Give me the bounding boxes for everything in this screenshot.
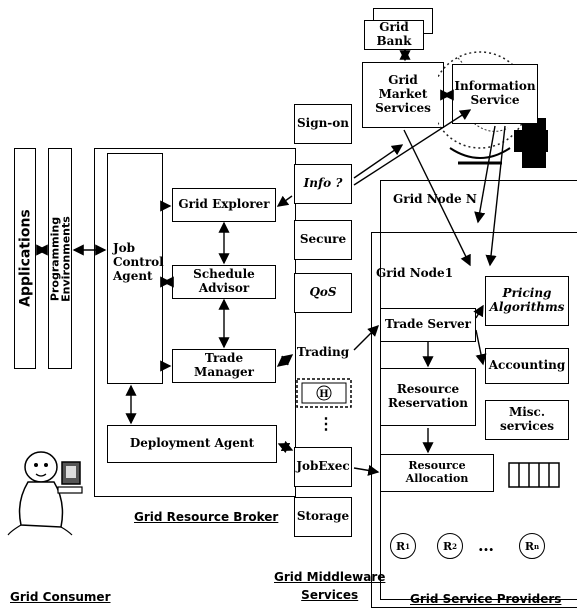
connector-lines [0,0,577,612]
